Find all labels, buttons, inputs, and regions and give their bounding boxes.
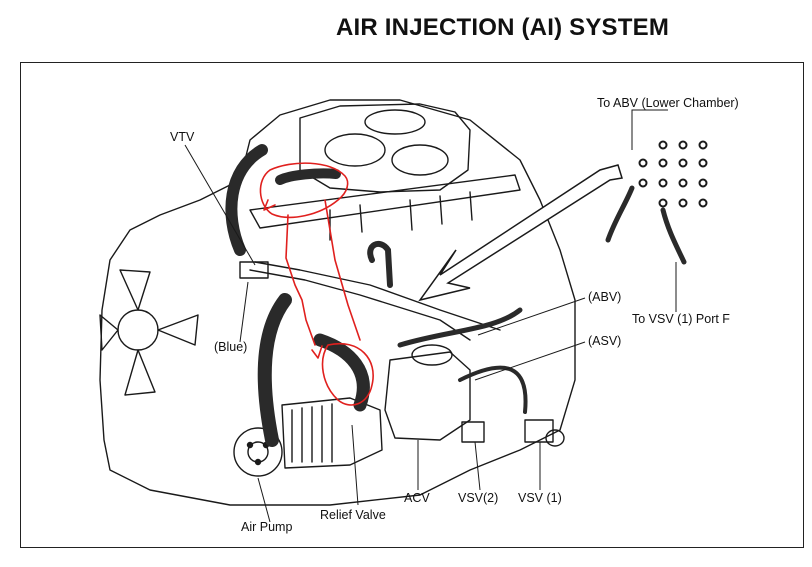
label-to-abv: To ABV (Lower Chamber)	[597, 96, 739, 110]
leader-asv	[474, 341, 586, 381]
diagram-frame	[20, 62, 804, 548]
air-cleaner-outline	[299, 103, 471, 193]
hose-small-bend	[275, 168, 341, 185]
red-line-right	[324, 199, 361, 341]
vsv1-body	[524, 419, 554, 443]
vacuum-port-grid	[638, 140, 708, 208]
hose-relief-outlet	[313, 333, 370, 412]
leader-air-pump	[257, 477, 271, 523]
hose-air-pump-outlet	[257, 293, 292, 447]
label-asv: (ASV)	[588, 334, 622, 348]
red-arrow-upper	[263, 199, 276, 211]
label-vsv2: VSV(2)	[458, 491, 499, 505]
cooling-fan-blades	[99, 269, 199, 396]
air-cleaner-lobe-right	[391, 144, 449, 176]
intake-manifold	[249, 174, 521, 229]
vsv1-cap	[545, 429, 565, 447]
hose-intake-loop	[367, 240, 393, 288]
vtv-body	[239, 261, 269, 279]
vacuum-line-1	[249, 269, 471, 341]
hose-asv	[458, 365, 528, 414]
air-pump-pulley-outer	[233, 427, 283, 477]
label-blue: (Blue)	[214, 340, 248, 354]
label-relief-valve: Relief Valve	[320, 508, 386, 522]
red-circle-upper	[259, 162, 349, 219]
air-pump-body	[281, 397, 383, 469]
leader-relief-valve	[351, 424, 359, 506]
air-cleaner-lobe-left	[324, 133, 386, 167]
engine-block-outline	[99, 99, 576, 506]
air-pump-pulley-bolt-1	[246, 441, 254, 449]
vacuum-line-2	[254, 261, 501, 331]
page-title: AIR INJECTION (AI) SYSTEM	[336, 14, 670, 41]
hose-to-abv-left	[605, 185, 635, 243]
air-cleaner-lobe-top	[364, 109, 426, 135]
label-vtv: VTV	[170, 130, 195, 144]
hose-upper	[225, 144, 268, 256]
hose-to-vsv1	[660, 207, 687, 265]
label-to-vsv1: To VSV (1) Port F	[632, 312, 730, 326]
red-circle-lower	[321, 342, 374, 406]
hose-abv	[397, 307, 523, 348]
label-vsv1: VSV (1)	[518, 491, 562, 505]
leader-vsv2	[474, 441, 481, 491]
callout-arrow	[418, 164, 623, 302]
leader-abv	[477, 297, 586, 336]
acv-body	[384, 351, 471, 441]
label-air-pump: Air Pump	[241, 520, 293, 534]
leader-vtv	[184, 144, 256, 266]
air-pump-pulley-bolt-3	[254, 458, 262, 466]
red-arrow-lower	[311, 345, 323, 359]
label-abv: (ABV)	[588, 290, 622, 304]
air-pump-fins	[291, 403, 333, 463]
label-acv: ACV	[404, 491, 430, 505]
intake-runners	[329, 191, 473, 241]
acv-cap	[411, 344, 453, 366]
vsv2-body	[461, 421, 485, 443]
leader-to-abv	[631, 109, 668, 150]
red-line-down	[285, 214, 316, 346]
cooling-fan-hub	[117, 309, 159, 351]
leader-blue	[239, 281, 249, 343]
